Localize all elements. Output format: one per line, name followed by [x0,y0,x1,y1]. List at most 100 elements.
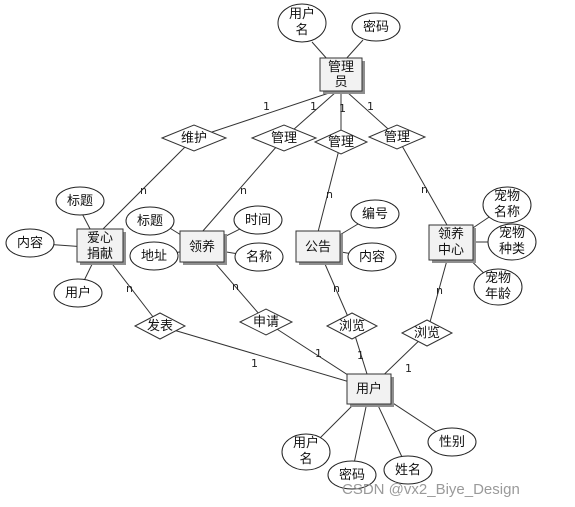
entity-notice [295,230,341,263]
card-manage3-center: n [421,183,428,196]
entity-adoption-label: 领养 [189,239,215,255]
attr-notice-number [350,199,400,229]
entity-adoption [179,230,225,263]
attr-pet-type [487,223,537,261]
attr-pet-age-label-1: 宠物 [485,270,511,286]
rel-browse-notice-label: 浏览 [339,318,365,334]
card-donation-publish: n [126,282,133,295]
attr-adoption-address-label: 地址 [141,249,167,264]
attr-adoption-address [129,241,179,271]
rel-manage-center-label: 管理 [384,130,410,145]
attr-donation-user-label: 用户 [65,285,91,301]
cardinalities: 1 n 1 n 1 n 1 n n 1 n 1 n 1 n 1 [126,100,443,375]
attr-pet-type-label-2: 种类 [499,242,525,257]
rel-manage-adoption-label: 管理 [271,131,297,146]
attr-donation-title-label: 标题 [67,194,93,209]
card-manage2-notice: n [326,188,333,201]
attr-user-password [327,460,377,490]
attr-adoption-name [234,242,284,272]
card-center-browse2: n [436,284,443,297]
attr-pet-name [482,186,532,224]
attr-adoption-time-label: 时间 [245,213,271,228]
watermark: CSDN @vx2_Biye_Design [342,481,520,498]
entity-admin-label-2: 员 [334,75,347,90]
attr-user-gender-label: 性别 [439,435,465,450]
entity-center-label-2: 中心 [438,243,464,258]
connector-line [201,137,285,233]
card-maintain-donation: n [140,184,147,197]
entity-donation-label-1: 爱心 [87,231,113,246]
attr-admin-username [277,3,327,43]
attr-user-realname-label: 姓名 [395,462,421,478]
attr-donation-content [5,228,55,258]
connector-line [193,91,333,139]
attr-adoption-name-label: 名称 [246,249,272,265]
rel-maintain-label: 维护 [181,131,207,146]
card-browse1-user: 1 [357,349,364,362]
rel-maintain [160,124,228,152]
card-admin-manage2: 1 [339,102,346,115]
card-publish-user: 1 [251,357,258,370]
attr-pet-type-label-1: 宠物 [499,225,525,241]
attr-admin-username-label-2: 名 [295,22,308,38]
entity-center-label-1: 领养 [438,226,464,242]
connector-line [99,137,195,233]
connector-line [344,39,364,61]
connector-line [317,141,342,233]
entity-notice-label: 公告 [305,240,331,255]
attr-donation-user [53,278,103,308]
entity-donation [76,228,124,263]
entity-donation-label-2: 捐献 [87,247,113,262]
connector-line [311,41,329,61]
attr-donation-title [55,186,105,216]
attr-admin-password-label: 密码 [363,19,389,35]
rel-browse-center [400,319,454,347]
rel-publish-label: 发表 [147,318,173,334]
attr-user-username [281,433,331,471]
attr-user-password-label: 密码 [339,467,365,483]
rel-publish [133,312,187,340]
rel-manage-center [367,124,427,150]
attr-donation-content-label: 内容 [17,235,43,251]
connector-line [159,325,371,389]
entity-user [346,373,392,405]
attr-user-username-label-2: 名 [299,451,312,467]
attr-pet-name-label-1: 宠物 [494,188,520,204]
attr-admin-password [351,12,401,42]
rel-apply-label: 申请 [253,315,279,330]
attr-user-gender [427,427,477,457]
rel-browse-notice [325,312,379,340]
attr-notice-content [347,242,397,272]
attr-pet-age [473,268,523,306]
attr-pet-name-label-2: 名称 [494,204,520,220]
card-notice-browse1: n [333,282,340,295]
card-adoption-apply: n [232,280,239,293]
entity-admin-label-1: 管理 [328,60,354,75]
card-admin-maintain: 1 [263,100,270,113]
attr-adoption-title [125,206,175,236]
rel-manage-adoption [250,124,318,152]
entity-admin [319,57,363,92]
attr-user-realname [383,455,433,485]
entity-user-label: 用户 [356,381,382,397]
entity-center [428,224,474,261]
attributes: 用户 名 密码 标题 内容 用户 标题 地址 时间 名称 编号 内容 宠物 名称… [5,3,537,490]
attr-notice-number-label: 编号 [362,207,388,222]
card-apply-user: 1 [315,347,322,360]
card-manage1-adoption: n [240,184,247,197]
attr-notice-content-label: 内容 [359,249,385,265]
card-browse2-user: 1 [405,362,412,375]
attr-pet-age-label-2: 年龄 [485,287,511,302]
card-admin-manage1: 1 [310,100,317,113]
rel-manage-notice [313,129,369,155]
rel-manage-notice-label: 管理 [328,135,354,150]
card-admin-manage3: 1 [367,100,374,113]
attr-adoption-title-label: 标题 [137,214,163,229]
rel-apply [238,308,294,336]
rel-browse-center-label: 浏览 [414,325,440,341]
connector-line [396,136,448,226]
attr-user-username-label-1: 用户 [293,435,319,451]
relationships: 维护 管理 管理 管理 发表 申请 浏览 浏览 [133,124,454,347]
attr-admin-username-label-1: 用户 [289,6,315,22]
